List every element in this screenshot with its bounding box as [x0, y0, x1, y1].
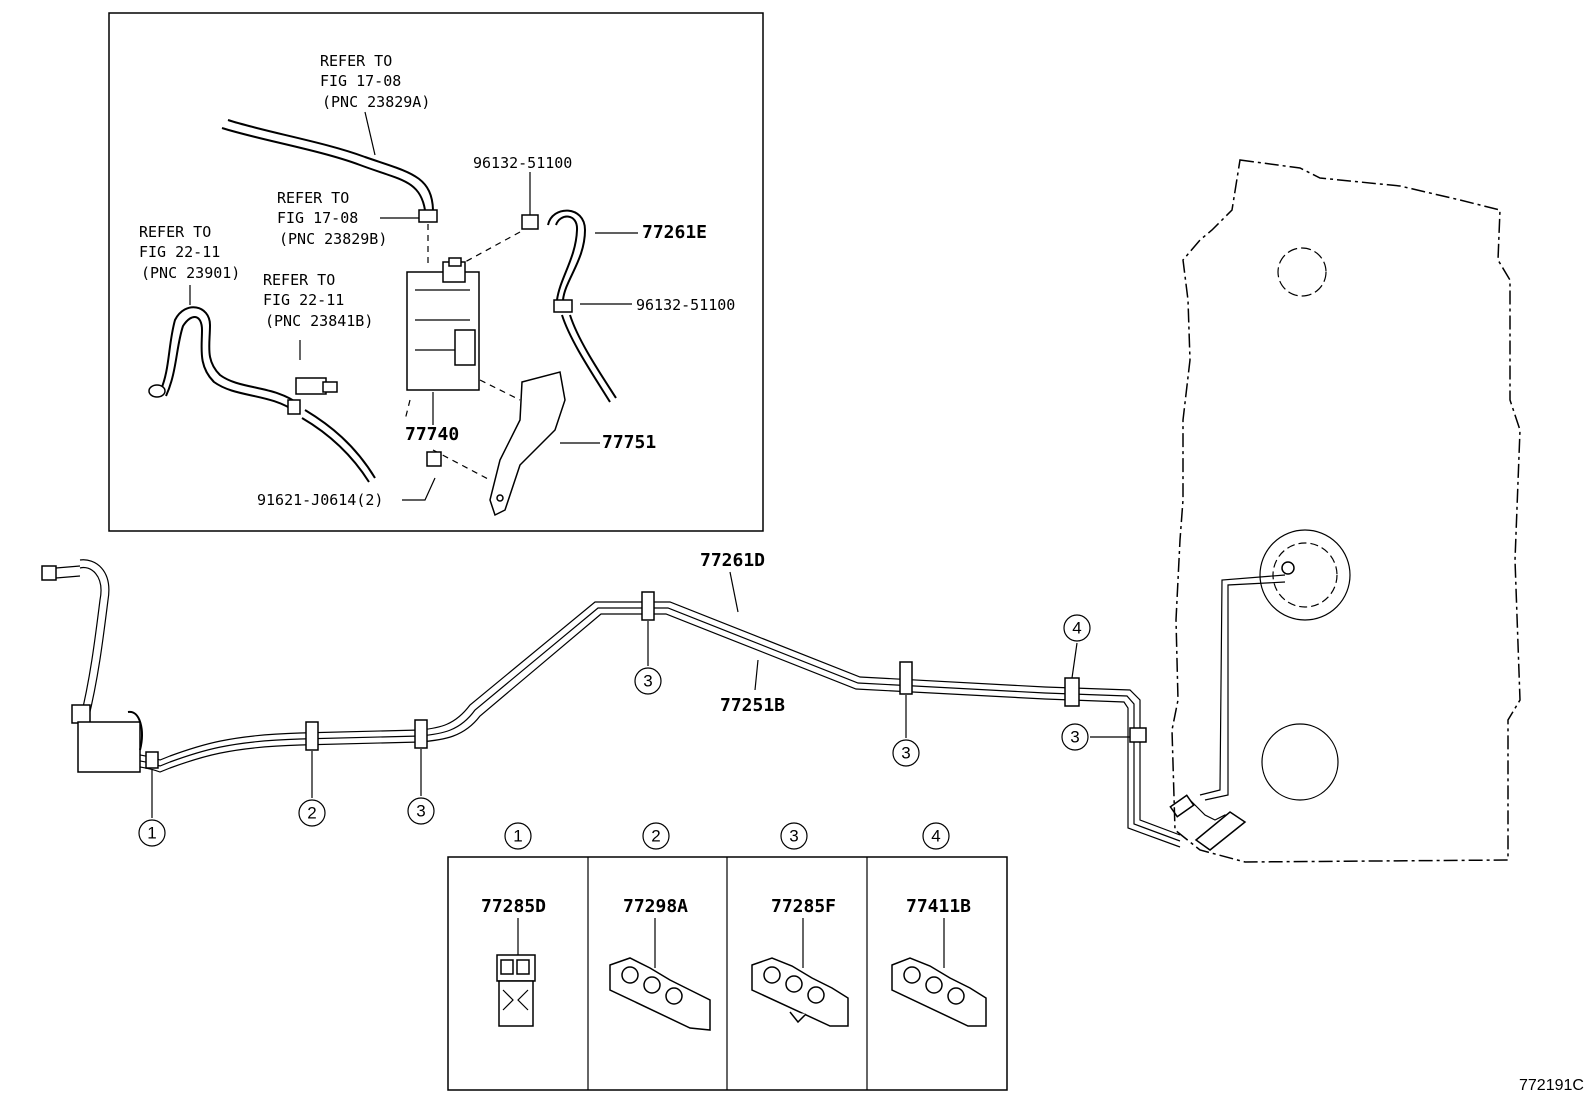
callout-1: 1 [138, 770, 166, 847]
ref-line2: FIG 22-11 [139, 243, 220, 261]
connector-icon [41, 565, 57, 581]
legend-part: 77285F [771, 896, 836, 917]
ref-line3: (PNC 23829B) [279, 230, 387, 248]
clamp-77285d-icon [496, 954, 536, 1027]
legend-number: 1 [513, 827, 522, 846]
inset-frame [108, 12, 764, 532]
clamp-77298a-icon [609, 957, 711, 1031]
callout-3: 3 [407, 749, 435, 825]
pipe-label-77261d: 77261D [700, 550, 765, 571]
bolt-icon [426, 451, 442, 467]
callout-3: 3 [1061, 723, 1130, 751]
callout-2: 2 [298, 751, 326, 827]
clamp-icon [418, 209, 438, 223]
clamp-icon [521, 214, 539, 230]
connector-icon [287, 399, 301, 415]
pipe-block [77, 721, 141, 773]
legend-item-1: 1 77285D [481, 822, 546, 1027]
fuel-pipes [41, 559, 1286, 851]
ref-label-23901: REFER TO FIG 22-11 (PNC 23901) [139, 223, 240, 282]
legend-number: 4 [931, 827, 940, 846]
callout-4: 4 [1063, 614, 1091, 679]
svg-text:3: 3 [643, 672, 652, 691]
svg-text:2: 2 [307, 804, 316, 823]
ref-label-23841b: REFER TO FIG 22-11 (PNC 23841B) [263, 271, 373, 330]
legend-item-2: 2 77298A [609, 822, 711, 1031]
svg-text:3: 3 [901, 744, 910, 763]
clamp-icon [305, 721, 319, 751]
legend-number: 3 [789, 827, 798, 846]
bracket [489, 371, 566, 517]
ref-line1: REFER TO [139, 223, 211, 241]
ref-label-23829b: REFER TO FIG 17-08 (PNC 23829B) [277, 189, 387, 248]
clamp-icon [414, 719, 428, 749]
inset-leaders [189, 111, 638, 501]
callout-3: 3 [892, 695, 920, 767]
ref-line3: (PNC 23901) [141, 264, 240, 282]
ref-line3: (PNC 23829A) [322, 93, 430, 111]
part-label-clamp-mid: 96132-51100 [636, 296, 735, 314]
clamp-icon [899, 661, 913, 695]
clamp-77411b-icon [891, 957, 987, 1027]
part-label-bracket: 77751 [602, 432, 656, 453]
part-label-canister: 77740 [405, 424, 459, 445]
legend-number: 2 [651, 827, 660, 846]
clamp-icon [553, 299, 573, 313]
clamp-icon [641, 591, 655, 621]
legend-item-4: 4 77411B [891, 822, 987, 1027]
clamp-icon [145, 751, 159, 769]
part-label-bolt: 91621-J0614(2) [257, 491, 383, 509]
callout-3: 3 [634, 621, 662, 695]
part-label-hose: 77261E [642, 222, 707, 243]
legend-part: 77411B [906, 896, 971, 917]
leader-77261d [729, 571, 739, 613]
leader-77251b [754, 659, 759, 691]
connector-icon [71, 704, 91, 724]
filler-neck [1194, 811, 1247, 851]
pipe-label-77251b: 77251B [720, 695, 785, 716]
ref-line1: REFER TO [277, 189, 349, 207]
legend-item-3: 3 77285F [751, 822, 849, 1027]
inset-hoses [148, 119, 617, 483]
clamp-77285f-icon [751, 957, 849, 1027]
ref-line1: REFER TO [320, 52, 392, 70]
ref-line2: FIG 22-11 [263, 291, 344, 309]
figure-id: 772191C [1519, 1077, 1584, 1094]
svg-text:4: 4 [1072, 619, 1081, 638]
legend-part: 77298A [623, 896, 688, 917]
svg-text:1: 1 [147, 824, 156, 843]
ref-line3: (PNC 23841B) [265, 312, 373, 330]
legend-table [447, 856, 1008, 1091]
svg-text:3: 3 [416, 802, 425, 821]
part-label-clamp-top: 96132-51100 [473, 154, 572, 172]
ref-line1: REFER TO [263, 271, 335, 289]
clamp-icon [1129, 727, 1147, 743]
fuel-tank [1171, 159, 1521, 863]
ref-line2: FIG 17-08 [277, 209, 358, 227]
clamp-icon [1064, 677, 1080, 707]
connector-icon [148, 384, 166, 398]
valve-icon [295, 377, 327, 395]
ref-line2: FIG 17-08 [320, 72, 401, 90]
svg-text:3: 3 [1070, 728, 1079, 747]
ref-label-23829a: REFER TO FIG 17-08 (PNC 23829A) [320, 52, 430, 111]
legend-part: 77285D [481, 896, 546, 917]
canister [404, 257, 521, 481]
